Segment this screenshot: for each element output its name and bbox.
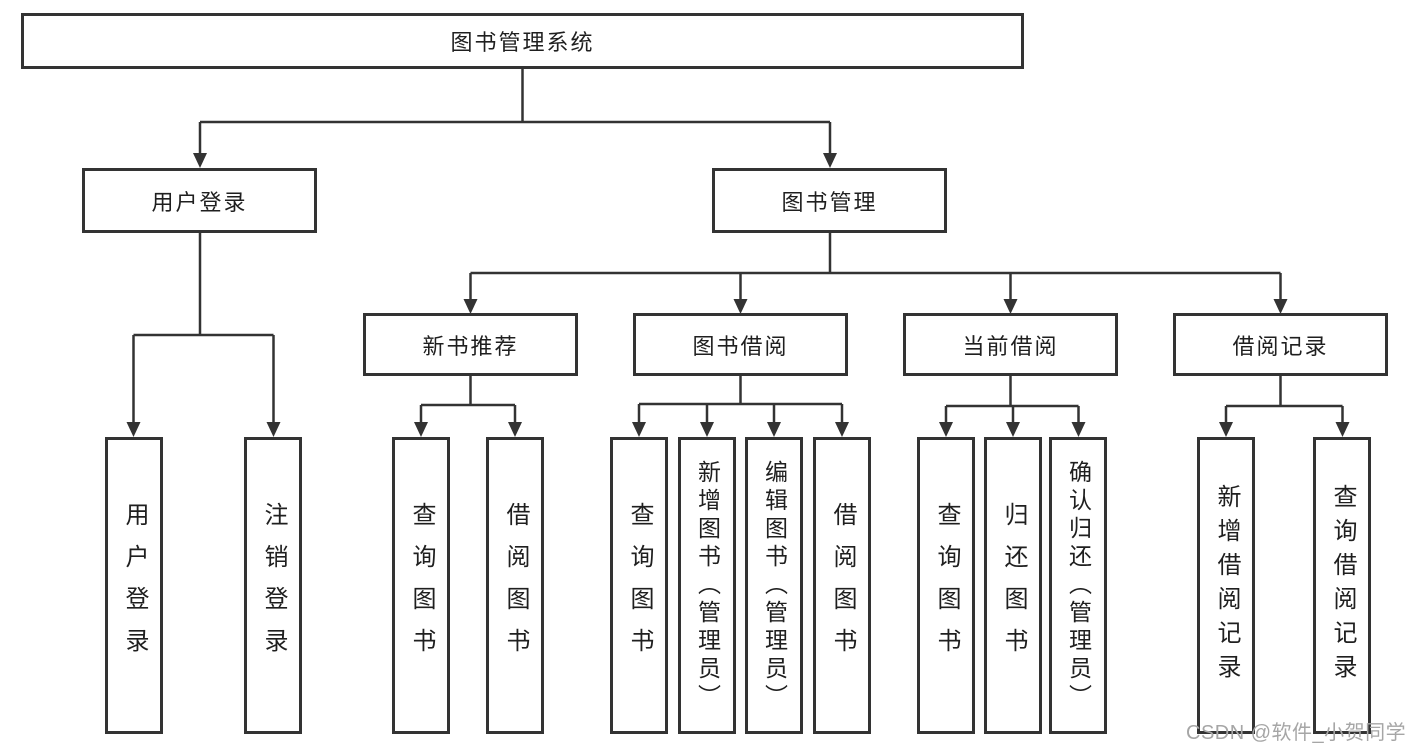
connector-user-login bbox=[132, 233, 275, 422]
leaf-edit-book-admin: 编辑图书（管理员） bbox=[745, 437, 803, 734]
node-borrow-records-label: 借阅记录 bbox=[1232, 333, 1329, 359]
node-book-borrow: 图书借阅 bbox=[633, 313, 848, 376]
leaf-borrow-books-2-label: 借阅图书 bbox=[829, 501, 856, 670]
leaf-add-borrow-record-label: 新增借阅记录 bbox=[1213, 483, 1240, 688]
leaf-query-borrow-record: 查询借阅记录 bbox=[1313, 437, 1371, 734]
node-book-mgmt: 图书管理 bbox=[712, 168, 947, 233]
leaf-query-books-3: 查询图书 bbox=[917, 437, 975, 734]
leaf-borrow-books-1-label: 借阅图书 bbox=[502, 501, 529, 670]
leaf-query-books-1: 查询图书 bbox=[392, 437, 450, 734]
connector-new-book bbox=[419, 376, 517, 422]
leaf-add-borrow-record: 新增借阅记录 bbox=[1197, 437, 1255, 734]
leaf-query-books-3-label: 查询图书 bbox=[933, 501, 960, 670]
leaf-user-login: 用户登录 bbox=[105, 437, 163, 734]
leaf-edit-book-admin-label: 编辑图书（管理员） bbox=[761, 459, 788, 712]
leaf-query-borrow-record-label: 查询借阅记录 bbox=[1329, 483, 1356, 688]
arrowheads bbox=[126, 153, 1350, 437]
leaf-query-books-2: 查询图书 bbox=[610, 437, 668, 734]
leaf-return-books: 归还图书 bbox=[984, 437, 1042, 734]
leaf-logout-label: 注销登录 bbox=[260, 501, 287, 670]
node-root: 图书管理系统 bbox=[21, 13, 1024, 69]
connector-root bbox=[198, 69, 832, 153]
node-book-mgmt-label: 图书管理 bbox=[781, 189, 878, 215]
node-current-borrow: 当前借阅 bbox=[903, 313, 1118, 376]
node-new-book-recommend: 新书推荐 bbox=[363, 313, 578, 376]
node-book-borrow-label: 图书借阅 bbox=[692, 333, 789, 359]
leaf-return-books-label: 归还图书 bbox=[1000, 501, 1027, 670]
node-new-book-label: 新书推荐 bbox=[422, 333, 519, 359]
node-user-login-label: 用户登录 bbox=[151, 189, 248, 215]
node-root-label: 图书管理系统 bbox=[450, 30, 595, 55]
leaf-confirm-return-admin: 确认归还（管理员） bbox=[1049, 437, 1107, 734]
leaf-borrow-books-1: 借阅图书 bbox=[486, 437, 544, 734]
connector-book-borrow bbox=[637, 376, 844, 422]
node-current-borrow-label: 当前借阅 bbox=[962, 333, 1059, 359]
connector-current-borrow bbox=[944, 376, 1080, 422]
leaf-query-books-2-label: 查询图书 bbox=[626, 501, 653, 670]
leaf-query-books-1-label: 查询图书 bbox=[408, 501, 435, 670]
leaf-add-book-admin-label: 新增图书（管理员） bbox=[694, 459, 721, 712]
node-borrow-records: 借阅记录 bbox=[1173, 313, 1388, 376]
leaf-confirm-return-admin-label: 确认归还（管理员） bbox=[1065, 459, 1092, 712]
connector-book-mgmt bbox=[469, 233, 1282, 299]
leaf-add-book-admin: 新增图书（管理员） bbox=[678, 437, 736, 734]
node-user-login: 用户登录 bbox=[82, 168, 317, 233]
watermark: CSDN @软件_小贺同学 bbox=[1186, 722, 1405, 744]
leaf-borrow-books-2: 借阅图书 bbox=[813, 437, 871, 734]
leaf-logout: 注销登录 bbox=[244, 437, 302, 734]
leaf-user-login-label: 用户登录 bbox=[121, 501, 148, 670]
connector-borrow-records bbox=[1224, 376, 1344, 422]
